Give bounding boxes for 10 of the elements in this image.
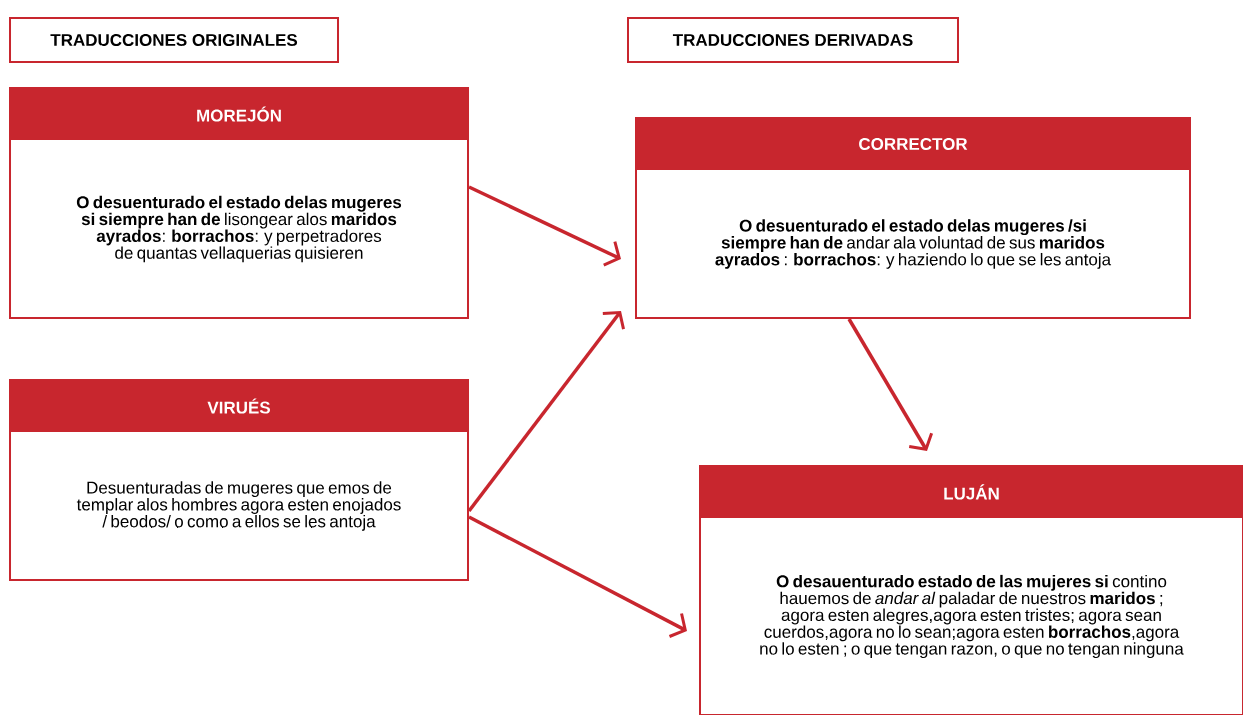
header-band: VIRUÉS bbox=[9, 379, 469, 432]
header-band: CORRECTOR bbox=[635, 117, 1191, 170]
section-heading: TRADUCCIONES ORIGINALES bbox=[9, 17, 339, 63]
arrow bbox=[847, 318, 933, 451]
arrow bbox=[468, 185, 621, 267]
section-heading: TRADUCCIONES DERIVADAS bbox=[627, 17, 959, 63]
header-band: LUJÁN bbox=[699, 465, 1243, 518]
header-band: MOREJÓN bbox=[9, 87, 469, 140]
arrow bbox=[467, 311, 625, 513]
arrow bbox=[468, 515, 687, 638]
